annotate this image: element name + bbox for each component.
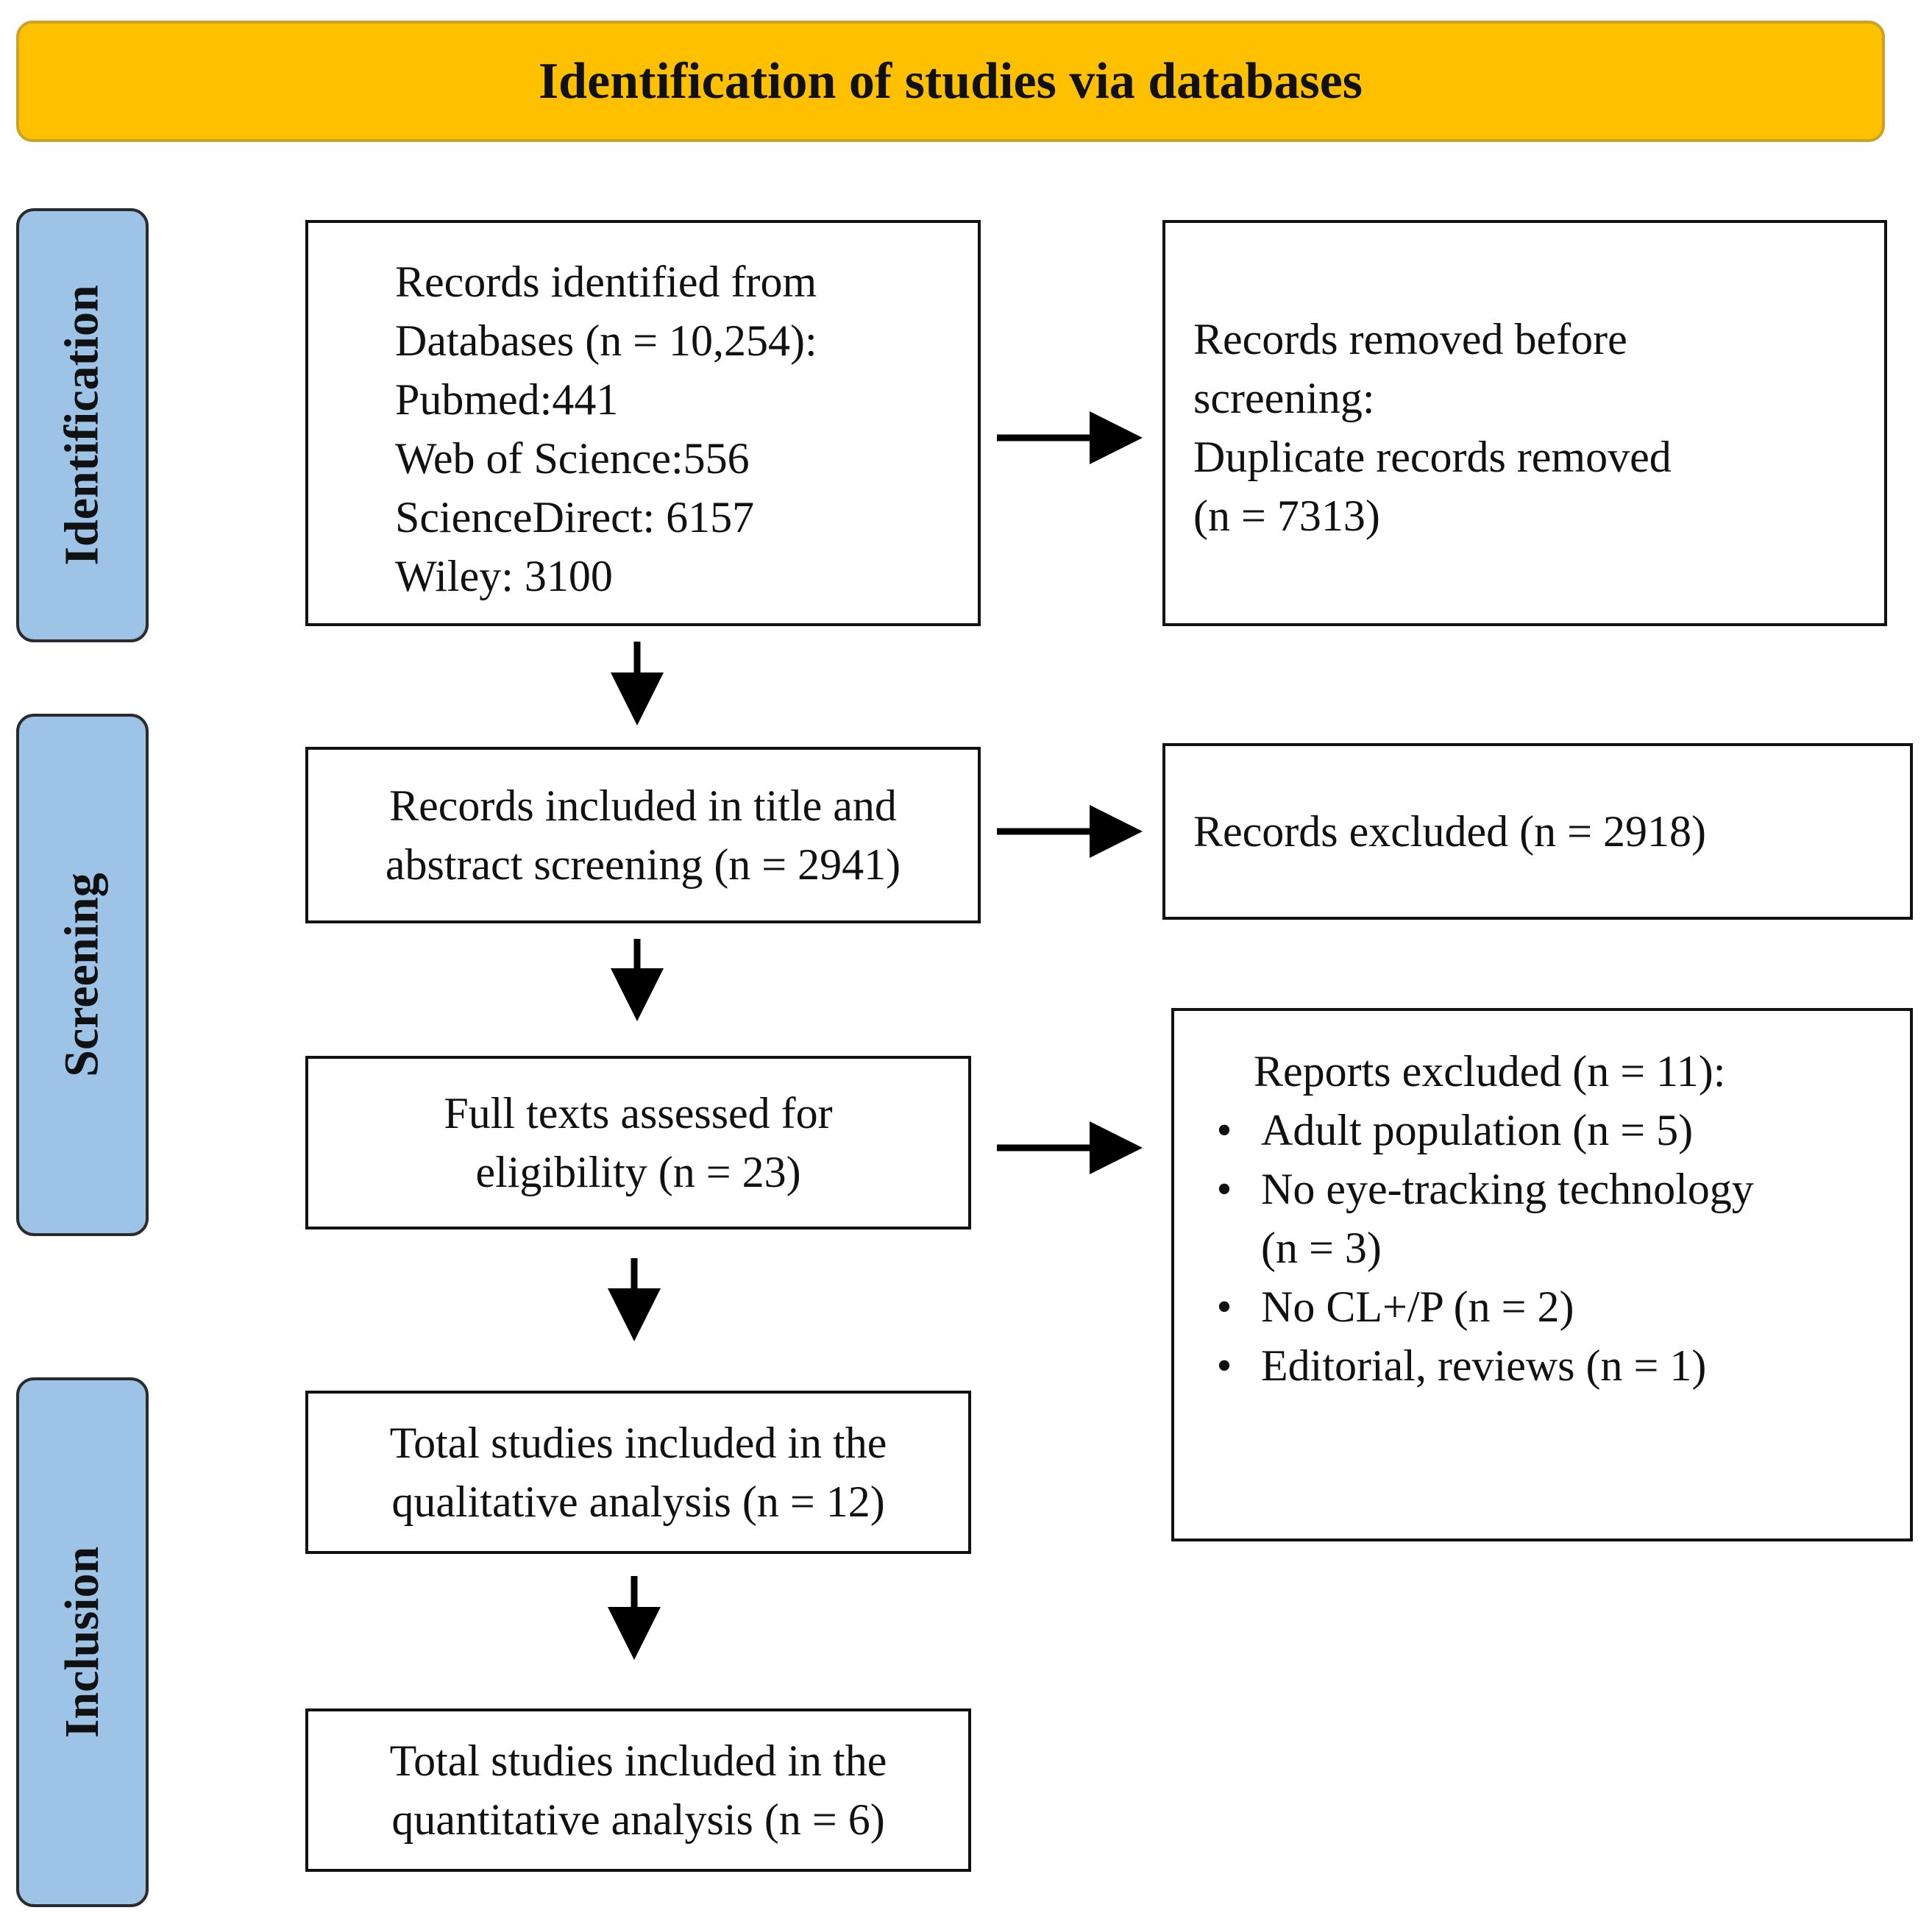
phase-inclusion: Inclusion xyxy=(16,1377,149,1907)
records-identified-line: Databases (n = 10,254): xyxy=(395,316,817,365)
records-identified-box: Records identified from Databases (n = 1… xyxy=(305,220,981,626)
list-item: • Editorial, reviews (n = 1) xyxy=(1202,1336,1910,1395)
reports-excluded-list: • Adult population (n = 5) • No eye-trac… xyxy=(1202,1101,1910,1395)
records-identified-line: Records identified from xyxy=(395,258,817,306)
reason-text: Editorial, reviews (n = 1) xyxy=(1261,1341,1707,1390)
screening-included-line: Records included in title and xyxy=(389,781,897,830)
records-removed-line: Duplicate records removed xyxy=(1193,433,1672,481)
list-item: • No eye-tracking technology (n = 3) xyxy=(1202,1160,1910,1277)
records-excluded-box: Records excluded (n = 2918) xyxy=(1162,743,1913,920)
reports-excluded-title: Reports excluded (n = 11): xyxy=(1254,1047,1726,1096)
list-item: • Adult population (n = 5) xyxy=(1202,1101,1910,1160)
quantitative-line: Total studies included in the xyxy=(389,1736,887,1785)
full-texts-line: eligibility (n = 23) xyxy=(475,1148,801,1196)
header-title: Identification of studies via databases xyxy=(538,52,1363,110)
full-texts-line: Full texts assessed for xyxy=(444,1089,833,1138)
reason-text: No eye-tracking technology xyxy=(1261,1165,1754,1213)
records-identified-line: Wiley: 3100 xyxy=(395,552,613,600)
phase-identification: Identification xyxy=(16,208,149,642)
records-removed-line: screening: xyxy=(1193,374,1375,422)
full-texts-box: Full texts assessed for eligibility (n =… xyxy=(305,1056,971,1229)
records-removed-box: Records removed before screening: Duplic… xyxy=(1162,220,1887,626)
records-excluded-text: Records excluded (n = 2918) xyxy=(1193,807,1706,856)
records-removed-line: (n = 7313) xyxy=(1193,491,1380,540)
bullet-icon: • xyxy=(1216,1282,1232,1331)
list-item: • No CL+/P (n = 2) xyxy=(1202,1277,1910,1336)
screening-included-line: abstract screening (n = 2941) xyxy=(385,840,901,889)
bullet-icon: • xyxy=(1216,1341,1232,1390)
reason-text: No CL+/P (n = 2) xyxy=(1261,1282,1574,1331)
reports-excluded-box: Reports excluded (n = 11): • Adult popul… xyxy=(1171,1008,1913,1541)
records-identified-line: ScienceDirect: 6157 xyxy=(395,493,755,542)
reason-text: (n = 3) xyxy=(1261,1224,1382,1272)
header-banner: Identification of studies via databases xyxy=(16,21,1885,142)
screening-included-box: Records included in title and abstract s… xyxy=(305,747,981,923)
records-identified-line: Pubmed:441 xyxy=(395,375,619,424)
records-removed-line: Records removed before xyxy=(1193,315,1627,363)
quantitative-line: quantitative analysis (n = 6) xyxy=(391,1795,885,1844)
qualitative-box: Total studies included in the qualitativ… xyxy=(305,1391,971,1554)
quantitative-box: Total studies included in the quantitati… xyxy=(305,1708,971,1872)
records-identified-line: Web of Science:556 xyxy=(395,434,750,483)
bullet-icon: • xyxy=(1216,1165,1232,1213)
qualitative-line: Total studies included in the xyxy=(389,1419,887,1467)
bullet-icon: • xyxy=(1216,1106,1232,1154)
qualitative-line: qualitative analysis (n = 12) xyxy=(391,1477,885,1526)
reason-text: Adult population (n = 5) xyxy=(1261,1106,1694,1154)
phase-screening: Screening xyxy=(16,714,149,1236)
